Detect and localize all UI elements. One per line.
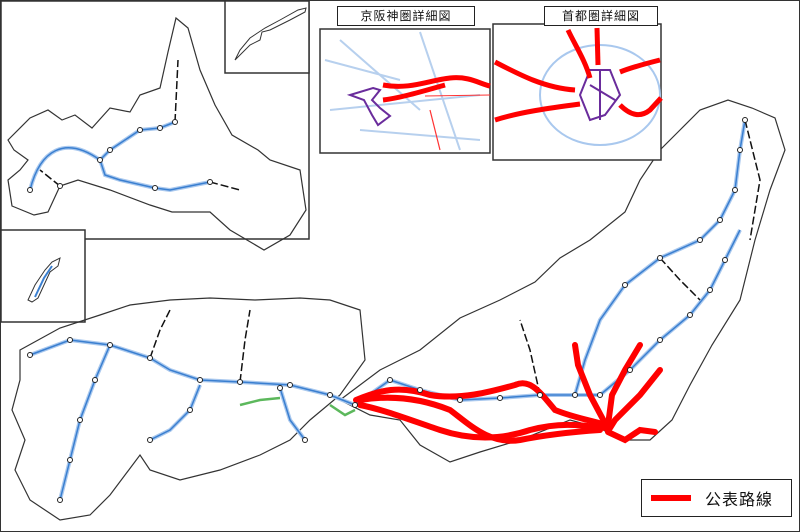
station-marker: [67, 457, 73, 463]
announced-route: [357, 394, 603, 444]
shinkansen-line: [29, 121, 176, 191]
announced-route: [353, 380, 609, 428]
green-line: [239, 396, 281, 407]
station-marker: [152, 185, 158, 191]
station-marker: [27, 187, 33, 193]
announced-route: [572, 342, 609, 428]
station-marker: [147, 355, 153, 361]
conventional-line: [209, 181, 241, 191]
shutoken-inset-title: 首都圏詳細図: [544, 6, 658, 26]
station-marker: [197, 377, 203, 383]
station-marker: [57, 183, 63, 189]
coastlines: [7, 16, 786, 521]
keihanshin-inset: [319, 28, 491, 154]
station-marker: [457, 397, 463, 403]
station-marker: [717, 217, 723, 223]
station-marker: [287, 382, 293, 388]
announced-route: [607, 367, 663, 431]
okinawa-coast: [27, 257, 61, 303]
shinkansen-line: [354, 379, 600, 406]
station-marker: [497, 395, 503, 401]
station-marker: [622, 282, 628, 288]
station-marker: [572, 392, 578, 398]
conventional-line: [659, 257, 701, 301]
coastline: [11, 297, 366, 521]
conventional-line: [519, 319, 541, 396]
shinkansen-line-outer: [29, 337, 356, 407]
station-marker: [537, 392, 543, 398]
shinkansen-line-outer: [28, 120, 176, 191]
conventional-line: [39, 169, 61, 187]
green-line: [329, 403, 356, 417]
station-marker: [97, 157, 103, 163]
legend: 公表路線: [641, 479, 792, 517]
northern-islands-coast: [234, 7, 307, 61]
announced-route-swatch: [651, 495, 691, 501]
station-marker: [597, 392, 603, 398]
conventional-line: [744, 119, 761, 241]
announced-routes: [353, 342, 663, 444]
coastline: [7, 16, 307, 251]
station-marker: [697, 237, 703, 243]
conventional-line: [174, 59, 179, 123]
announced-route: [357, 402, 609, 441]
station-marker: [742, 117, 748, 123]
station-marker: [387, 377, 393, 383]
station-marker: [187, 407, 193, 413]
station-marker: [27, 352, 33, 358]
station-marker: [147, 437, 153, 443]
station-marker: [107, 342, 113, 348]
keihanshin-inset-title: 京阪神圏詳細図: [337, 6, 475, 26]
station-marker: [657, 255, 663, 261]
shutoken-inset: [492, 23, 663, 161]
conventional-line: [239, 309, 251, 383]
station-marker: [157, 125, 163, 131]
shinkansen-line: [149, 384, 201, 441]
legend-label-announced-route: 公表路線: [705, 490, 774, 509]
station-marker: [207, 179, 213, 185]
okinawa-line: [34, 265, 53, 298]
station-marker: [237, 379, 243, 385]
shinkansen-line-outer: [149, 384, 202, 442]
station-marker: [657, 337, 663, 343]
shinkansen-line: [29, 339, 356, 406]
shinkansen-line-outer: [58, 344, 112, 501]
station-marker: [722, 257, 728, 263]
hokkaido-inset: [0, 0, 310, 240]
stations: [27, 117, 748, 503]
conventional-lines: [39, 59, 761, 396]
station-marker: [417, 387, 423, 393]
shinkansen-lines: [28, 119, 747, 501]
station-marker: [352, 402, 358, 408]
shinkansen-line: [279, 387, 306, 441]
shinkansen-line: [574, 119, 746, 396]
station-marker: [302, 437, 308, 443]
coastline: [338, 99, 786, 463]
station-marker: [627, 367, 633, 373]
station-marker: [327, 392, 333, 398]
station-marker: [137, 127, 143, 133]
northern-islands-inset: [224, 0, 310, 74]
station-marker: [57, 497, 63, 503]
station-marker: [92, 377, 98, 383]
station-marker: [67, 337, 73, 343]
announced-route: [605, 342, 643, 428]
conventional-line: [149, 309, 171, 359]
green-lines: [239, 396, 356, 417]
station-marker: [707, 287, 713, 293]
station-marker: [737, 147, 743, 153]
station-marker: [172, 119, 178, 125]
station-marker: [277, 385, 283, 391]
station-marker: [107, 147, 113, 153]
station-marker: [687, 312, 693, 318]
announced-route: [605, 426, 658, 444]
shinkansen-line-outer: [278, 387, 307, 442]
station-marker: [77, 417, 83, 423]
okinawa-inset: [0, 229, 86, 323]
station-marker: [732, 187, 738, 193]
